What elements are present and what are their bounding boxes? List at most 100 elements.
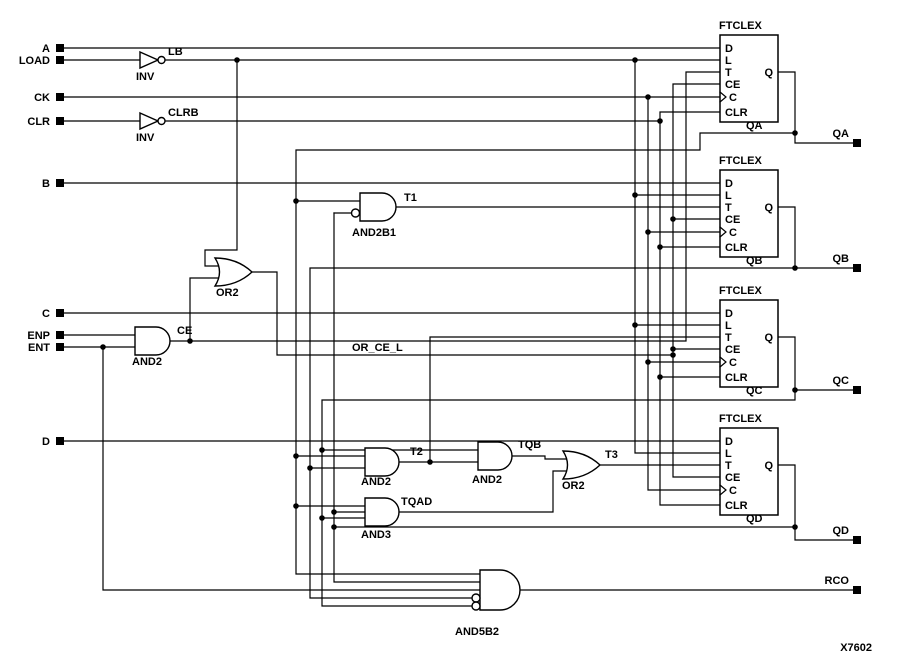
gate-label: AND5B2 <box>455 626 499 638</box>
port-label-q: Q <box>764 332 773 344</box>
gate-label: AND3 <box>361 529 391 541</box>
net-label-qa: QA <box>746 120 763 132</box>
wire-ent-drop <box>102 346 481 591</box>
port-label-c: C <box>729 92 737 104</box>
and3-gate <box>364 497 400 527</box>
junction-dot <box>670 352 676 358</box>
flipflop-body <box>719 299 779 388</box>
input-pin-c <box>56 309 64 317</box>
flipflop-ftclex-d: FTCLEX D L T CE C CLR Q QD <box>719 413 779 525</box>
port-label-d: D <box>725 308 733 320</box>
net-labels: LB CLRB CE T1 OR_CE_L T2 TQB T3 TQAD <box>168 46 618 508</box>
wire-lb-or2 <box>204 59 238 267</box>
input-label-load: LOAD <box>19 55 50 67</box>
input-label-ck: CK <box>34 92 50 104</box>
flipflop-body <box>719 34 779 123</box>
output-pin-rco <box>853 586 861 594</box>
inverted-input-bubble-icon <box>350 208 361 218</box>
inverter-bubble-icon <box>157 116 166 126</box>
output-pin-qa <box>853 139 861 147</box>
port-label-c: C <box>729 227 737 239</box>
flipflop-body <box>719 169 779 258</box>
output-pin-qc <box>853 386 861 394</box>
and2-gate-t2 <box>364 447 400 477</box>
junction-dot <box>331 509 337 515</box>
net-label-clrb: CLRB <box>168 107 199 119</box>
flipflop-type-label: FTCLEX <box>719 155 762 167</box>
junction-dot <box>657 118 663 124</box>
net-label-qd: QD <box>746 513 763 525</box>
input-pin-ck <box>56 93 64 101</box>
port-label-clr: CLR <box>725 107 748 119</box>
port-label-clr: CLR <box>725 500 748 512</box>
port-label-l: L <box>725 190 732 202</box>
wire-t2-up <box>429 336 721 463</box>
output-label-qd: QD <box>833 525 850 537</box>
junction-dot <box>234 57 240 63</box>
inverted-input-bubble-icon <box>471 593 481 603</box>
input-label-clr: CLR <box>27 116 50 128</box>
input-label-enp: ENP <box>27 330 50 342</box>
net-label-t3: T3 <box>605 449 618 461</box>
junction-dot <box>645 229 651 235</box>
input-pin-enp <box>56 331 64 339</box>
port-label-ce: CE <box>725 214 740 226</box>
junction-dot <box>331 524 337 530</box>
junction-dot <box>792 524 798 530</box>
junction-dot <box>645 359 651 365</box>
port-label-l: L <box>725 55 732 67</box>
input-label-a: A <box>42 43 50 55</box>
inverted-input-bubble-icon <box>471 601 481 611</box>
port-label-ce: CE <box>725 344 740 356</box>
wire-qb-fb <box>309 267 796 599</box>
inverter-gate-clr <box>139 111 160 131</box>
net-label-qb: QB <box>746 255 763 267</box>
junction-dot <box>670 216 676 222</box>
port-label-d: D <box>725 436 733 448</box>
junction-dot <box>645 94 651 100</box>
wire-ce-or2 <box>189 277 220 342</box>
or2-gate-t3 <box>561 450 602 480</box>
junction-dot <box>293 503 299 509</box>
output-pin-qd <box>853 536 861 544</box>
or2-gate-left <box>213 257 254 287</box>
port-label-c: C <box>729 485 737 497</box>
gate-label: AND2 <box>132 356 162 368</box>
gate-label: INV <box>136 132 155 144</box>
port-label-c: C <box>729 357 737 369</box>
wire-lb-bus <box>634 59 721 454</box>
junction-dot <box>670 346 676 352</box>
input-label-d: D <box>42 436 50 448</box>
junction-dot <box>657 374 663 380</box>
gate-label: OR2 <box>216 287 239 299</box>
net-label-t2: T2 <box>410 446 423 458</box>
input-pin-a <box>56 44 64 52</box>
port-label-d: D <box>725 43 733 55</box>
wire-or-ce-l <box>251 271 674 356</box>
flipflops: FTCLEX D L T CE C CLR Q QA FTCLEX D L T … <box>719 20 779 525</box>
flipflop-ftclex-a: FTCLEX D L T CE C CLR Q QA <box>719 20 779 132</box>
port-label-l: L <box>725 448 732 460</box>
wire-qb <box>777 206 857 269</box>
output-label-qb: QB <box>833 253 850 265</box>
port-label-clr: CLR <box>725 372 748 384</box>
and2-gate-tqb <box>477 441 513 471</box>
wire-qa-fb <box>295 132 796 575</box>
output-label-rco: RCO <box>825 575 850 587</box>
clock-wedge-icon <box>719 226 727 238</box>
junction-dot <box>187 338 193 344</box>
clock-wedge-icon <box>719 356 727 368</box>
wires <box>63 47 857 607</box>
clock-wedge-icon <box>719 484 727 496</box>
and2b1-gate <box>359 192 397 222</box>
port-label-l: L <box>725 320 732 332</box>
net-label-tqb: TQB <box>518 439 541 451</box>
gates: INV INV OR2 AND2 AND2B1 AND2 AND2 OR2 AN… <box>132 50 602 638</box>
wire-ck-bus <box>647 96 721 491</box>
and5b2-gate <box>479 569 521 611</box>
net-label-qc: QC <box>746 385 763 397</box>
net-label-t1: T1 <box>404 192 417 204</box>
flipflop-body <box>719 427 779 516</box>
junction-dot <box>632 322 638 328</box>
